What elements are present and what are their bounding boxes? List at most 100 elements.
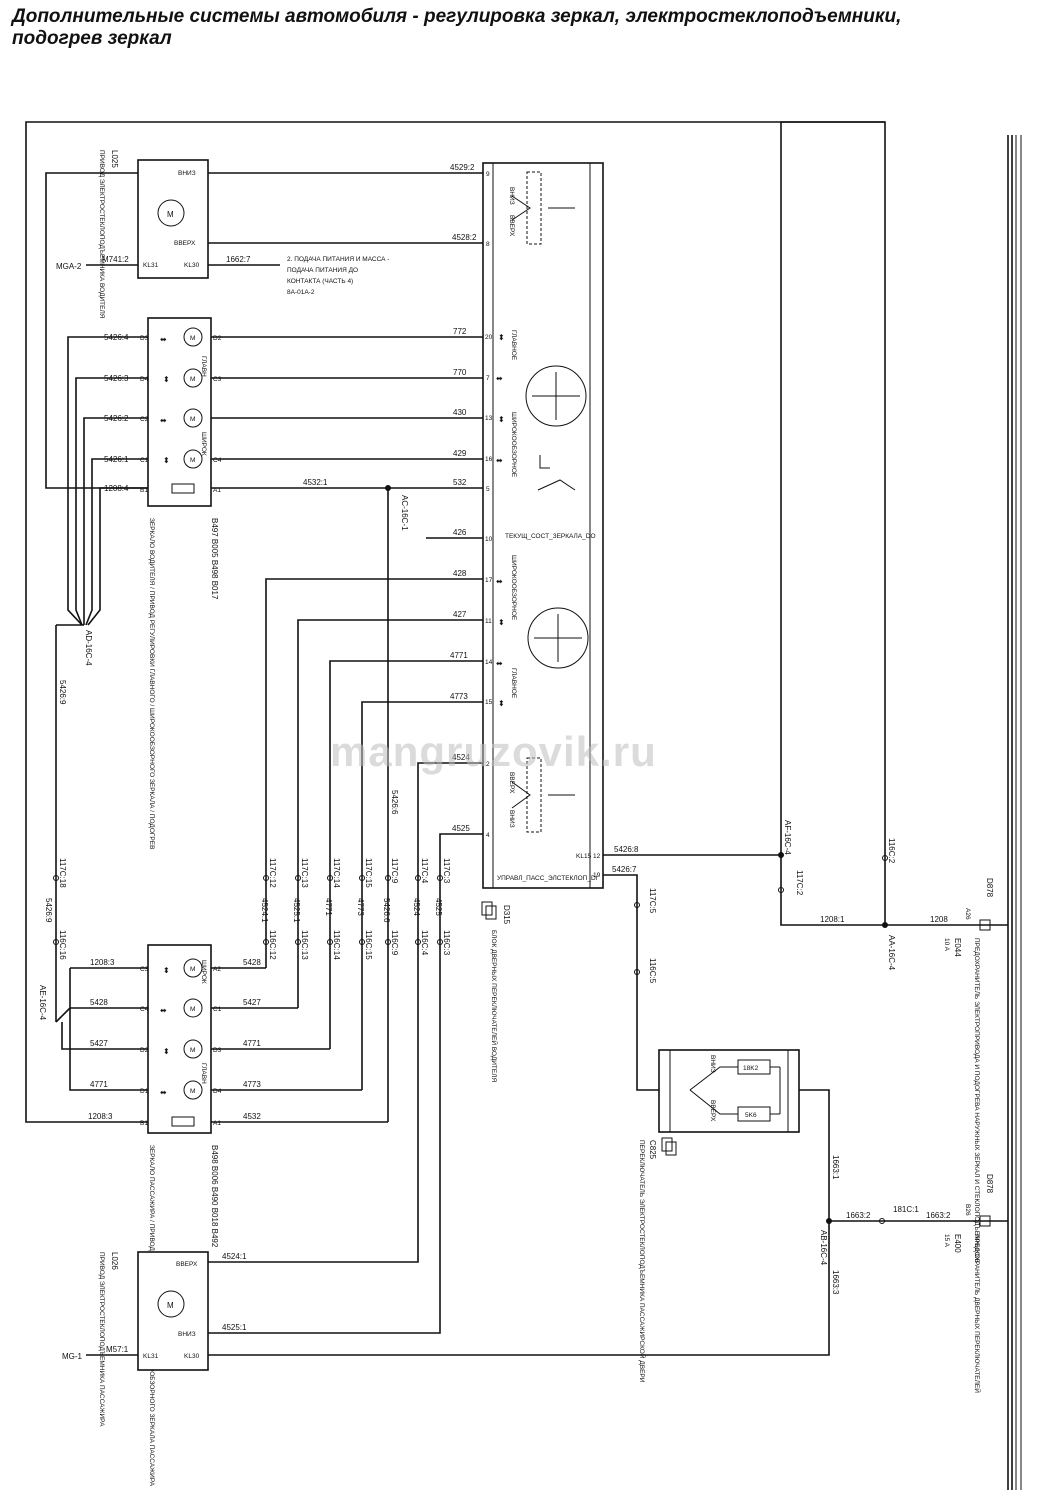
svg-text:D3: D3 xyxy=(213,1047,222,1054)
l026-id: L026 xyxy=(110,1252,119,1270)
svg-text:ВВЕРХ: ВВЕРХ xyxy=(176,1261,198,1268)
svg-text:⬌: ⬌ xyxy=(160,335,167,344)
svg-text:2. ПОДАЧА ПИТАНИЯ И МАССА -: 2. ПОДАЧА ПИТАНИЯ И МАССА - xyxy=(287,256,389,263)
svg-text:2: 2 xyxy=(486,761,490,768)
svg-text:5426:6: 5426:6 xyxy=(382,898,391,923)
wire-4532-2: 5426:6 xyxy=(390,790,399,815)
d315-desc: БЛОК ДВЕРНЫХ ПЕРЕКЛЮЧАТЕЛЕЙ ВОДИТЕЛЯ xyxy=(490,930,499,1082)
ground-mg1: MG-1 xyxy=(62,1352,83,1361)
svg-text:5426:8: 5426:8 xyxy=(614,845,639,854)
d315-label-kl15: KL15 xyxy=(576,853,592,860)
svg-text:770: 770 xyxy=(453,368,467,377)
svg-text:10: 10 xyxy=(485,536,493,543)
svg-text:15: 15 xyxy=(485,699,493,706)
svg-text:117C:2: 117C:2 xyxy=(795,870,804,896)
svg-text:5428: 5428 xyxy=(243,958,261,967)
svg-text:1208:3: 1208:3 xyxy=(90,958,115,967)
svg-text:1663:2: 1663:2 xyxy=(846,1211,871,1220)
outer-loop-wire xyxy=(25,121,886,1123)
svg-text:ВНИЗ: ВНИЗ xyxy=(178,1331,196,1338)
watermark: mangruzovik.ru xyxy=(330,728,657,775)
svg-text:117C:13: 117C:13 xyxy=(300,858,309,888)
svg-text:E044: E044 xyxy=(953,938,962,957)
d315-label-tekusch: ТЕКУЩ_СОСТ_ЗЕРКАЛА_DO xyxy=(505,533,596,540)
svg-text:KL31: KL31 xyxy=(143,1353,159,1360)
svg-text:428: 428 xyxy=(453,569,467,578)
svg-text:4524: 4524 xyxy=(452,753,470,762)
l025-window-motor: M ВНИЗ ВВЕРХ KL31 KL30 L025 ПРИВОД ЭЛЕКТ… xyxy=(98,150,209,319)
svg-text:B26: B26 xyxy=(964,1204,971,1216)
svg-text:5426:1: 5426:1 xyxy=(104,455,129,464)
svg-text:⬌: ⬌ xyxy=(160,416,167,425)
svg-text:5426:4: 5426:4 xyxy=(104,333,129,342)
svg-text:10 A: 10 A xyxy=(943,938,950,952)
svg-text:A1: A1 xyxy=(213,1120,221,1127)
svg-text:5K6: 5K6 xyxy=(745,1112,757,1119)
svg-text:117C:3: 117C:3 xyxy=(442,858,451,884)
c825-id: C825 xyxy=(648,1140,657,1160)
splice-ab: AB-16C-4 xyxy=(819,1230,828,1266)
svg-text:⬍: ⬍ xyxy=(498,699,505,708)
svg-text:M: M xyxy=(190,966,195,973)
svg-text:4525: 4525 xyxy=(452,824,470,833)
svg-text:4771: 4771 xyxy=(243,1039,261,1048)
svg-text:4532: 4532 xyxy=(243,1112,261,1121)
b497-desc: ЗЕРКАЛО ВОДИТЕЛЯ / ПРИВОД РЕГУЛИРОВКИ ГЛ… xyxy=(148,518,155,849)
l025-pin-kl30: KL30 xyxy=(184,262,200,269)
svg-text:1208:4: 1208:4 xyxy=(104,484,129,493)
svg-text:4773: 4773 xyxy=(450,692,468,701)
svg-text:A1: A1 xyxy=(213,487,221,494)
page-title-line1: Дополнительные системы автомобиля - регу… xyxy=(12,6,902,27)
svg-text:C3: C3 xyxy=(140,966,149,973)
svg-text:117C:14: 117C:14 xyxy=(332,858,341,888)
svg-text:ПРЕДОХРАНИТЕЛЬ ДВЕРНЫХ ПЕРЕКЛЮ: ПРЕДОХРАНИТЕЛЬ ДВЕРНЫХ ПЕРЕКЛЮЧАТЕЛЕЙ xyxy=(973,1234,982,1393)
svg-text:⬌: ⬌ xyxy=(160,1006,167,1015)
svg-text:181C:1: 181C:1 xyxy=(893,1205,919,1214)
svg-text:20: 20 xyxy=(485,334,493,341)
svg-text:4771: 4771 xyxy=(450,651,468,660)
d315-label-vverh: ВВЕРХ xyxy=(508,215,515,237)
svg-text:426: 426 xyxy=(453,528,467,537)
motor-label-glavn: ГЛАВН xyxy=(200,356,207,377)
svg-text:ВНИЗ: ВНИЗ xyxy=(709,1055,716,1073)
svg-text:117C:12: 117C:12 xyxy=(268,858,277,888)
svg-text:D3: D3 xyxy=(140,335,149,342)
wire-m741: M741:2 xyxy=(102,255,129,264)
fuse-e400: D878 B26 E400 15 A ПРЕДОХРАНИТЕЛЬ ДВЕРНЫ… xyxy=(943,1174,994,1393)
svg-text:4773: 4773 xyxy=(356,898,365,916)
svg-text:116C:14: 116C:14 xyxy=(332,930,341,960)
svg-text:ВВЕРХ: ВВЕРХ xyxy=(709,1100,716,1122)
svg-text:D4: D4 xyxy=(213,1088,222,1095)
svg-text:4771: 4771 xyxy=(90,1080,108,1089)
l025-id: L025 xyxy=(110,150,119,168)
d315-label-vniz2: ВНИЗ xyxy=(508,810,515,828)
svg-text:⬌: ⬌ xyxy=(496,374,503,383)
svg-text:B1: B1 xyxy=(140,1120,148,1127)
d315-label-glavnoe: ГЛАВНОЕ xyxy=(510,330,517,361)
svg-text:ГЛАВН: ГЛАВН xyxy=(200,1063,207,1084)
splice-ad: AD-16C-4 xyxy=(84,630,93,666)
svg-text:1208: 1208 xyxy=(930,915,948,924)
page-title-line2: подогрев зеркал xyxy=(12,28,172,49)
svg-text:1208:3: 1208:3 xyxy=(88,1112,113,1121)
svg-text:⬍: ⬍ xyxy=(498,415,505,424)
b497-driver-mirror: M M M M ⬌ ⬍ ⬌ ⬍ ГЛАВН ШИРОК D3 D4 C2 C1 … xyxy=(140,317,222,507)
arrow-icon: ⬌ ⬍ ⬌ ⬍ xyxy=(496,577,505,708)
svg-text:116C:16: 116C:16 xyxy=(58,930,67,960)
svg-text:116C:4: 116C:4 xyxy=(420,930,429,956)
svg-text:9: 9 xyxy=(486,171,490,178)
motor-label-shirok: ШИРОК xyxy=(200,432,207,456)
svg-text:4524: 4524 xyxy=(412,898,421,916)
svg-text:5426:3: 5426:3 xyxy=(104,374,129,383)
svg-text:12: 12 xyxy=(593,853,601,860)
svg-text:1663:1: 1663:1 xyxy=(831,1155,840,1180)
c825-id-icon xyxy=(661,1137,677,1156)
svg-text:C1: C1 xyxy=(140,457,149,464)
svg-text:⬍: ⬍ xyxy=(163,1047,170,1056)
b498-passenger-mirror: M M M M ⬍ ⬌ ⬍ ⬌ ШИРОК ГЛАВН C3 C4 D2 D1 … xyxy=(140,944,222,1134)
svg-text:M57:1: M57:1 xyxy=(106,1345,129,1354)
svg-text:772: 772 xyxy=(453,327,467,336)
svg-text:117C:9: 117C:9 xyxy=(390,858,399,884)
svg-text:1663:3: 1663:3 xyxy=(831,1270,840,1295)
svg-text:8A-01A-2: 8A-01A-2 xyxy=(287,289,315,296)
